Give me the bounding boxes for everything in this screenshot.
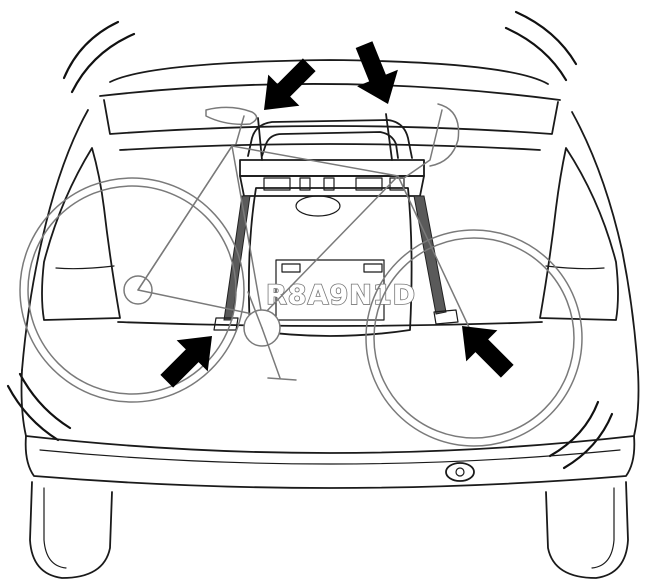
bicycle xyxy=(19,103,583,447)
arrow-top-right xyxy=(355,41,398,104)
arrow-bottom-right xyxy=(462,326,514,378)
motion-lines xyxy=(6,10,614,470)
car-rear xyxy=(20,59,640,579)
callout-arrows xyxy=(160,41,514,388)
license-plate-text: R8A9N1D xyxy=(266,280,416,311)
arrow-bottom-left xyxy=(160,336,212,388)
arrow-top-left xyxy=(264,58,316,110)
